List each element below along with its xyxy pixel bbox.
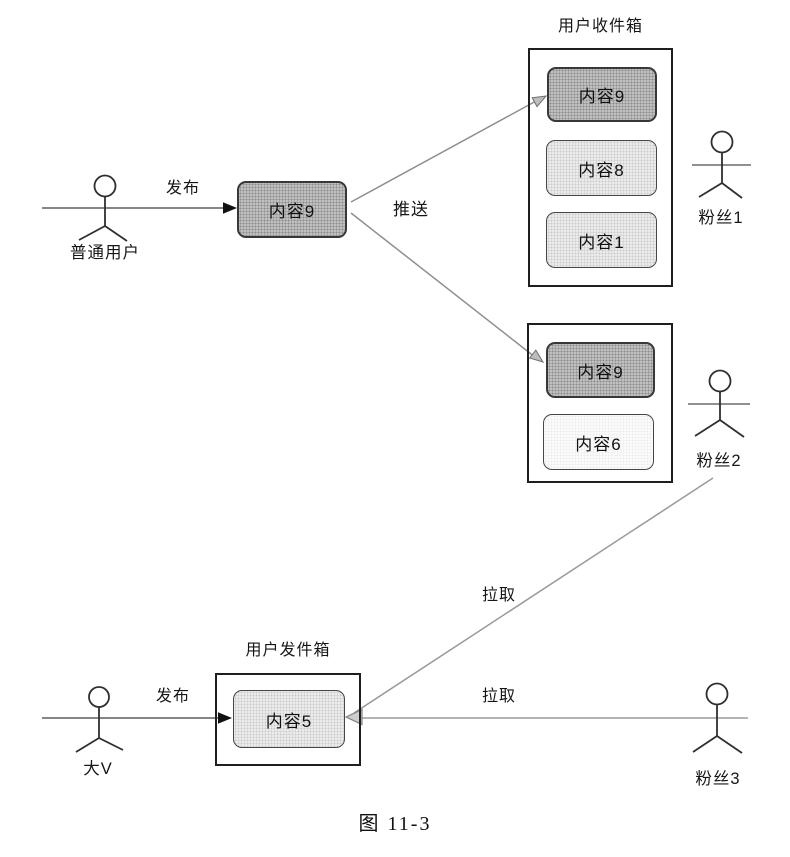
publish-arrow-top [42, 202, 237, 214]
fan3-label: 粉丝3 [695, 770, 741, 788]
ordinary-user-figure [78, 174, 128, 242]
outbox-container [215, 673, 361, 766]
inbox2-item-content9: 内容9 [546, 342, 655, 398]
published-content-label: 内容9 [268, 202, 316, 221]
pull-label-fan2: 拉取 [481, 587, 516, 604]
push-arrow-upper [350, 95, 548, 203]
inbox1-item-label: 内容8 [578, 160, 625, 180]
inbox2-item-label: 内容9 [577, 362, 624, 382]
inbox1-item-content9: 内容9 [547, 67, 657, 122]
push-label: 推送 [393, 200, 429, 219]
publish-arrow-bottom [42, 712, 232, 724]
figure-caption: 图 11-3 [358, 813, 432, 835]
inbox1-item-content8: 内容8 [546, 140, 657, 196]
inbox1-item-label: 内容9 [578, 87, 626, 106]
inbox-title: 用户收件箱 [557, 18, 643, 35]
inbox2-item-label: 内容6 [575, 434, 622, 454]
inbox1-item-label: 内容1 [578, 232, 625, 252]
big-v-figure [75, 686, 124, 753]
fan1-figure [692, 130, 751, 199]
inbox-container-fan2 [527, 323, 673, 483]
fan3-figure [692, 682, 743, 754]
published-content-node: 内容9 [237, 181, 347, 238]
big-v-label: 大V [83, 760, 113, 778]
outbox-item-content5: 内容5 [233, 690, 345, 748]
publish-label-bottom: 发布 [155, 688, 190, 705]
fan2-figure [688, 369, 750, 438]
fan2-label: 粉丝2 [696, 452, 742, 470]
fan1-label: 粉丝1 [698, 209, 744, 227]
inbox2-item-content6: 内容6 [543, 414, 654, 470]
publish-label-top: 发布 [165, 180, 200, 197]
inbox-container-fan1 [528, 48, 673, 287]
outbox-item-label: 内容5 [265, 711, 313, 731]
ordinary-user-label: 普通用户 [70, 244, 140, 262]
pull-line-fan2 [353, 477, 714, 714]
pull-arrowhead [344, 708, 363, 726]
push-arrow-lower [350, 212, 545, 363]
inbox1-item-content1: 内容1 [546, 212, 657, 268]
pull-label-fan3: 拉取 [481, 688, 516, 705]
outbox-title: 用户发件箱 [245, 642, 331, 659]
